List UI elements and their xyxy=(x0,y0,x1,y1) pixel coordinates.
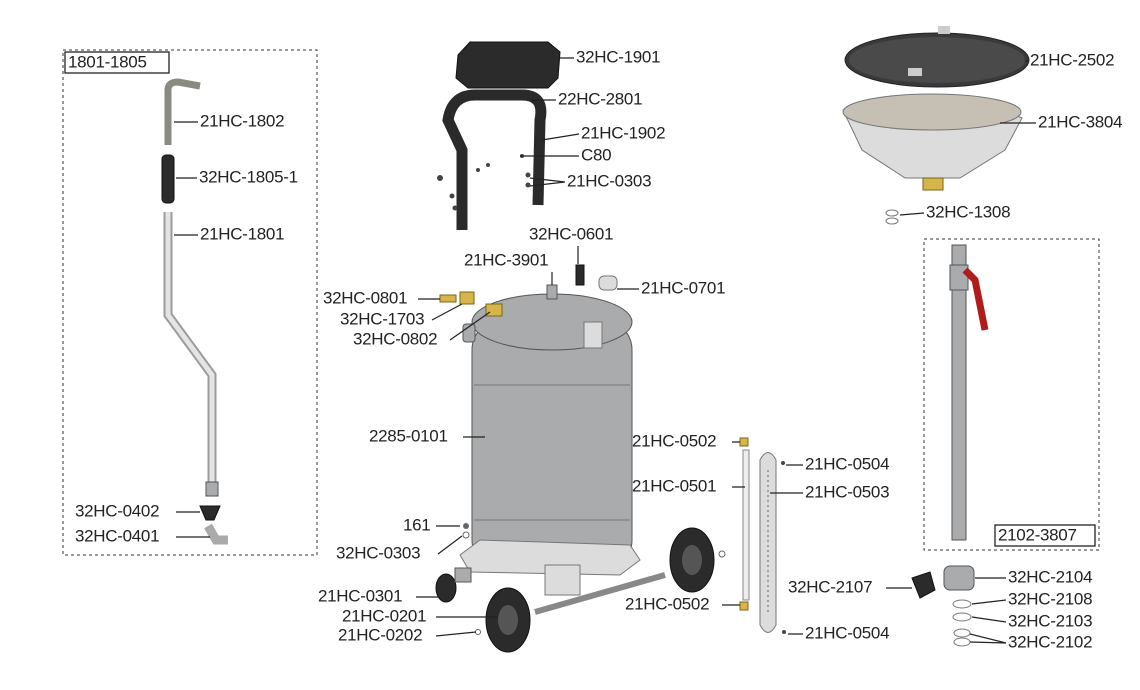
hose-grip xyxy=(161,154,175,204)
part-label: 21HC-0504 xyxy=(805,454,889,473)
part-label: 32HC-2103 xyxy=(1008,611,1092,630)
bolt xyxy=(546,284,558,300)
part-label: 21HC-0202 xyxy=(338,625,422,644)
part-label: 32HC-1308 xyxy=(926,202,1010,221)
probe-parts xyxy=(911,244,989,647)
part-label: 21HC-2502 xyxy=(1030,50,1114,69)
fill-port xyxy=(583,321,603,349)
handle-parts xyxy=(437,41,561,230)
part-label: 21HC-1801 xyxy=(200,224,284,243)
handle-frame xyxy=(442,89,547,230)
tray xyxy=(455,41,561,89)
part-label: 21HC-3804 xyxy=(1038,112,1122,131)
part-label: 32HC-1703 xyxy=(340,309,424,328)
hose-kit-parts xyxy=(161,78,228,545)
funnel-nipple xyxy=(922,177,944,191)
gauge xyxy=(598,275,618,291)
part-label: 32HC-1805-1 xyxy=(199,167,298,186)
fitting xyxy=(439,294,457,303)
part-label: 32HC-0601 xyxy=(529,224,613,243)
part-label: 32HC-2108 xyxy=(1008,589,1092,608)
part-label: 32HC-2102 xyxy=(1008,632,1092,651)
part-label: 161 xyxy=(403,515,430,534)
part-label: 21HC-1802 xyxy=(200,111,284,130)
part-label: 21HC-0503 xyxy=(805,482,889,501)
part-label: 21HC-1902 xyxy=(581,123,665,142)
part-label: 32HC-0303 xyxy=(336,543,420,562)
hose-kit-label: 1801-1805 xyxy=(68,52,147,71)
part-label: 32HC-0401 xyxy=(75,526,159,545)
sight-tube xyxy=(742,449,750,601)
part-label: 32HC-2107 xyxy=(788,577,872,596)
part-label: 21HC-0201 xyxy=(342,606,426,625)
probe-kit-tag xyxy=(994,524,1096,547)
part-label: 21HC-0504 xyxy=(805,623,889,642)
ball-valve xyxy=(459,291,475,305)
base-mount xyxy=(544,564,581,596)
caster xyxy=(435,573,457,603)
part-label: 21HC-0501 xyxy=(632,476,716,495)
bent-tube xyxy=(164,78,201,145)
part-label: 21HC-0303 xyxy=(567,171,651,190)
probe-tube xyxy=(951,289,967,541)
part-label: 2285-0101 xyxy=(369,426,448,445)
part-label: 22HC-2801 xyxy=(558,89,642,108)
part-label: 21HC-0502 xyxy=(632,431,716,450)
probe-kit-label: 2102-3807 xyxy=(998,525,1077,544)
part-label: 21HC-0502 xyxy=(625,594,709,613)
part-label: 32HC-0802 xyxy=(353,329,437,348)
elbow-fitting xyxy=(485,303,503,317)
part-label: 32HC-2104 xyxy=(1008,567,1092,586)
part-label: 21HC-0301 xyxy=(318,586,402,605)
nut xyxy=(199,505,221,521)
part-label: 21HC-3901 xyxy=(464,250,548,269)
valve xyxy=(575,264,585,286)
axle xyxy=(534,572,666,615)
tank-body xyxy=(471,319,633,571)
probe-kit-group-box xyxy=(923,238,1100,551)
sight-gauge-parts xyxy=(739,437,786,634)
probe-coupling xyxy=(943,565,975,591)
tank xyxy=(435,264,726,653)
part-label: 21HC-0701 xyxy=(641,278,725,297)
probe-valve xyxy=(951,244,967,266)
part-labels: 21HC-1802 32HC-1805-1 21HC-1801 32HC-040… xyxy=(75,47,1123,651)
part-label: 32HC-0801 xyxy=(323,288,407,307)
hose-kit-group-box xyxy=(62,49,318,556)
part-label: 32HC-1901 xyxy=(576,47,660,66)
elbow xyxy=(204,523,228,545)
hose-fitting xyxy=(205,481,219,497)
knob xyxy=(911,571,936,599)
leader-lines xyxy=(174,57,1036,644)
valve-handle xyxy=(962,267,989,331)
funnel-parts xyxy=(842,26,1030,225)
part-label: C80 xyxy=(581,145,611,164)
part-label: 32HC-0402 xyxy=(75,501,159,520)
gauge-guard xyxy=(759,452,777,633)
hose-kit-tag xyxy=(64,51,170,74)
